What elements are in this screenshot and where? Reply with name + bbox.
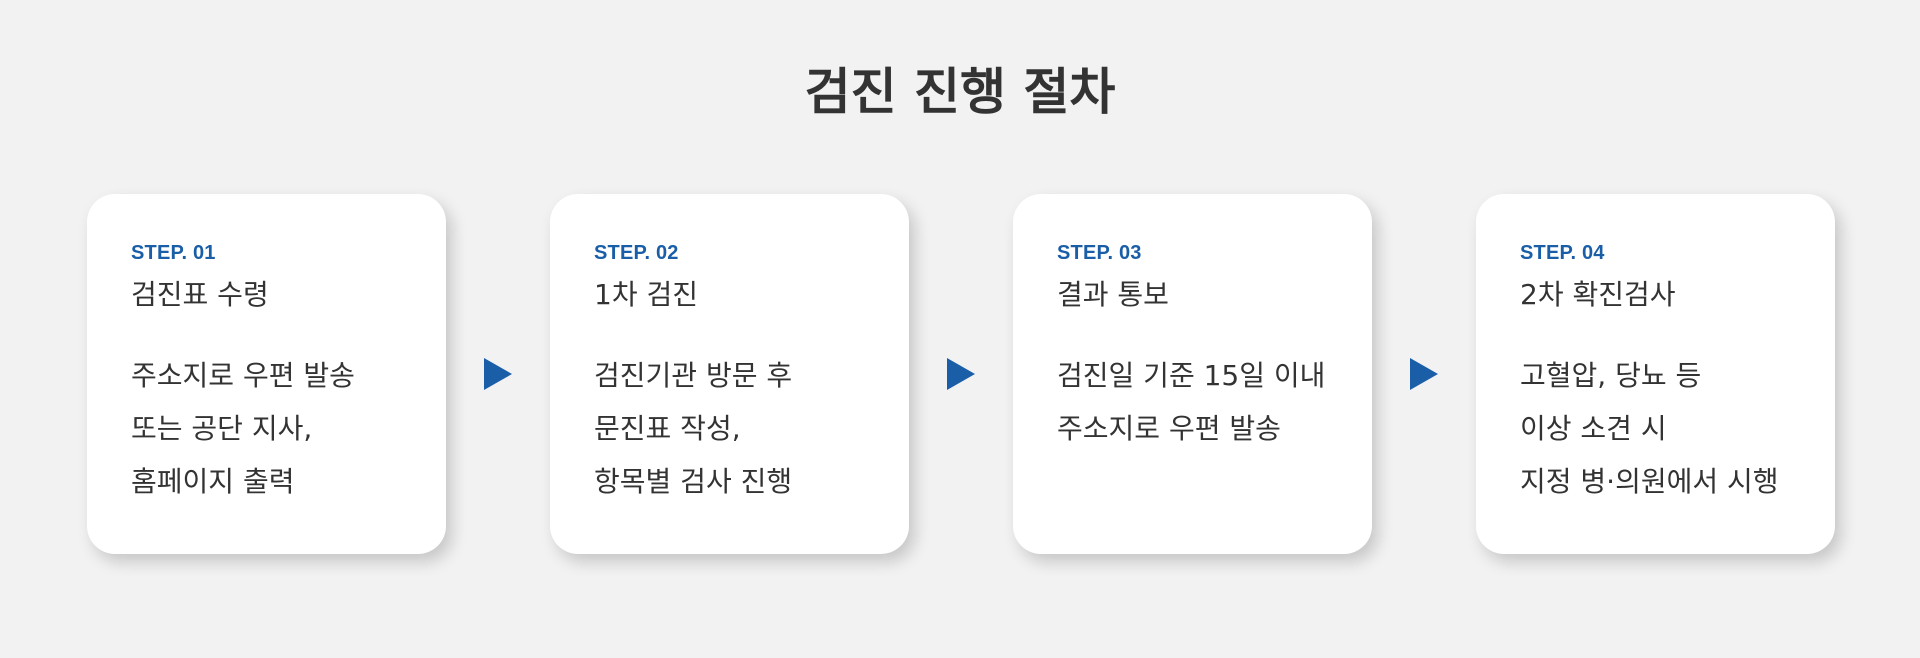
arrow-connector: [1372, 194, 1476, 554]
step-title: 결과 통보: [1057, 278, 1169, 311]
description-line: 검진일 기준 15일 이내: [1057, 358, 1326, 392]
step-description: 고혈압, 당뇨 등 이상 소견 시 지정 병·의원에서 시행: [1520, 349, 1835, 508]
arrow-connector: [909, 194, 1013, 554]
step-card-4: STEP. 04 2차 확진검사 고혈압, 당뇨 등 이상 소견 시 지정 병·…: [1476, 194, 1835, 554]
step-label: STEP. 03: [1057, 242, 1142, 264]
step-label: STEP. 02: [594, 242, 679, 264]
step-label: STEP. 04: [1520, 242, 1605, 264]
step-title: 2차 확진검사: [1520, 278, 1676, 311]
step-description: 검진일 기준 15일 이내 주소지로 우편 발송: [1057, 349, 1372, 455]
description-line: 이상 소견 시: [1520, 411, 1667, 445]
description-line: 홈페이지 출력: [131, 464, 295, 498]
arrow-right-icon: [1410, 358, 1438, 390]
process-steps: STEP. 01 검진표 수령 주소지로 우편 발송 또는 공단 지사, 홈페이…: [87, 194, 1835, 554]
page-title: 검진 진행 절차: [804, 63, 1116, 121]
step-description: 검진기관 방문 후 문진표 작성, 항목별 검사 진행: [594, 349, 909, 508]
step-card-1: STEP. 01 검진표 수령 주소지로 우편 발송 또는 공단 지사, 홈페이…: [87, 194, 446, 554]
description-line: 지정 병·의원에서 시행: [1520, 464, 1779, 498]
step-description: 주소지로 우편 발송 또는 공단 지사, 홈페이지 출력: [131, 349, 446, 508]
arrow-right-icon: [484, 358, 512, 390]
description-line: 문진표 작성,: [594, 411, 741, 445]
arrow-right-icon: [947, 358, 975, 390]
description-line: 검진기관 방문 후: [594, 358, 793, 392]
step-title: 검진표 수령: [131, 278, 269, 311]
description-line: 항목별 검사 진행: [594, 464, 793, 498]
step-title: 1차 검진: [594, 278, 698, 311]
description-line: 고혈압, 당뇨 등: [1520, 358, 1702, 392]
description-line: 주소지로 우편 발송: [1057, 411, 1281, 445]
arrow-connector: [446, 194, 550, 554]
step-label: STEP. 01: [131, 242, 216, 264]
description-line: 또는 공단 지사,: [131, 411, 313, 445]
step-card-2: STEP. 02 1차 검진 검진기관 방문 후 문진표 작성, 항목별 검사 …: [550, 194, 909, 554]
description-line: 주소지로 우편 발송: [131, 358, 355, 392]
step-card-3: STEP. 03 결과 통보 검진일 기준 15일 이내 주소지로 우편 발송: [1013, 194, 1372, 554]
